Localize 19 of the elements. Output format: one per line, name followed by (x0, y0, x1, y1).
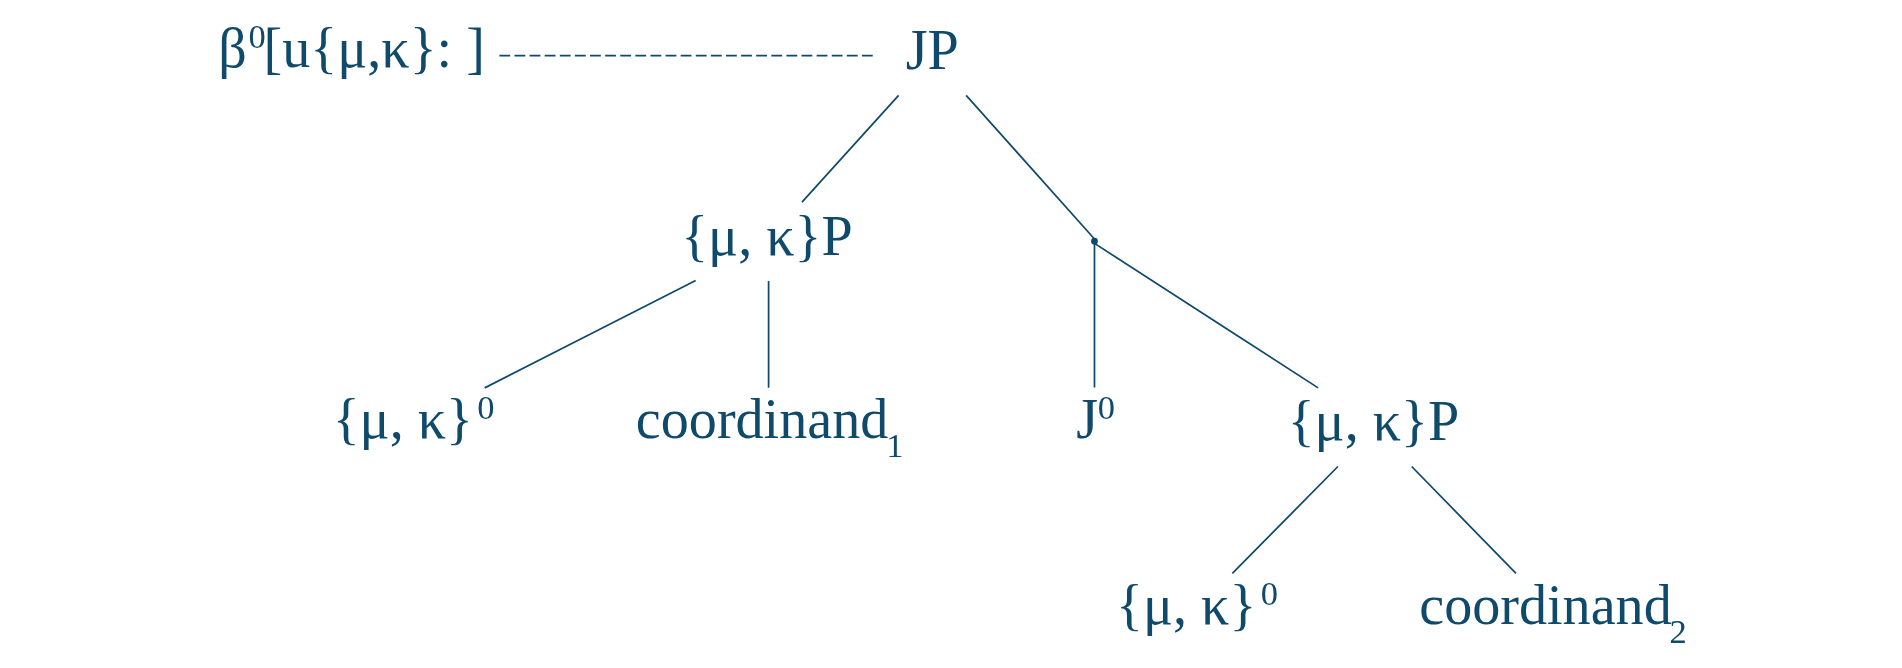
node-point (1090, 237, 1098, 245)
node-text: {μ, κ}P (1287, 390, 1459, 453)
node-text: J$^{0}$ (1075, 388, 1115, 451)
connector (498, 54, 875, 57)
connector (767, 280, 769, 389)
node-text: coordinand$_{1}$ (635, 388, 903, 465)
connector (1231, 465, 1339, 575)
connector (1093, 243, 1319, 389)
node-text: {μ, κ}P (680, 204, 853, 267)
node-text: β$^{0}$[u{μ,κ}: ] (217, 17, 485, 80)
node-text: coordinand$_{2}$ (1418, 573, 1687, 650)
node-text: {μ, κ}$^{0}$ (332, 388, 495, 451)
connector (1093, 243, 1095, 389)
node-text: {μ, κ}$^{0}$ (1115, 573, 1278, 636)
node-text: JP (905, 19, 959, 82)
connector (483, 279, 697, 389)
connector (800, 94, 899, 203)
connector (964, 94, 1095, 240)
connector (1410, 465, 1517, 575)
